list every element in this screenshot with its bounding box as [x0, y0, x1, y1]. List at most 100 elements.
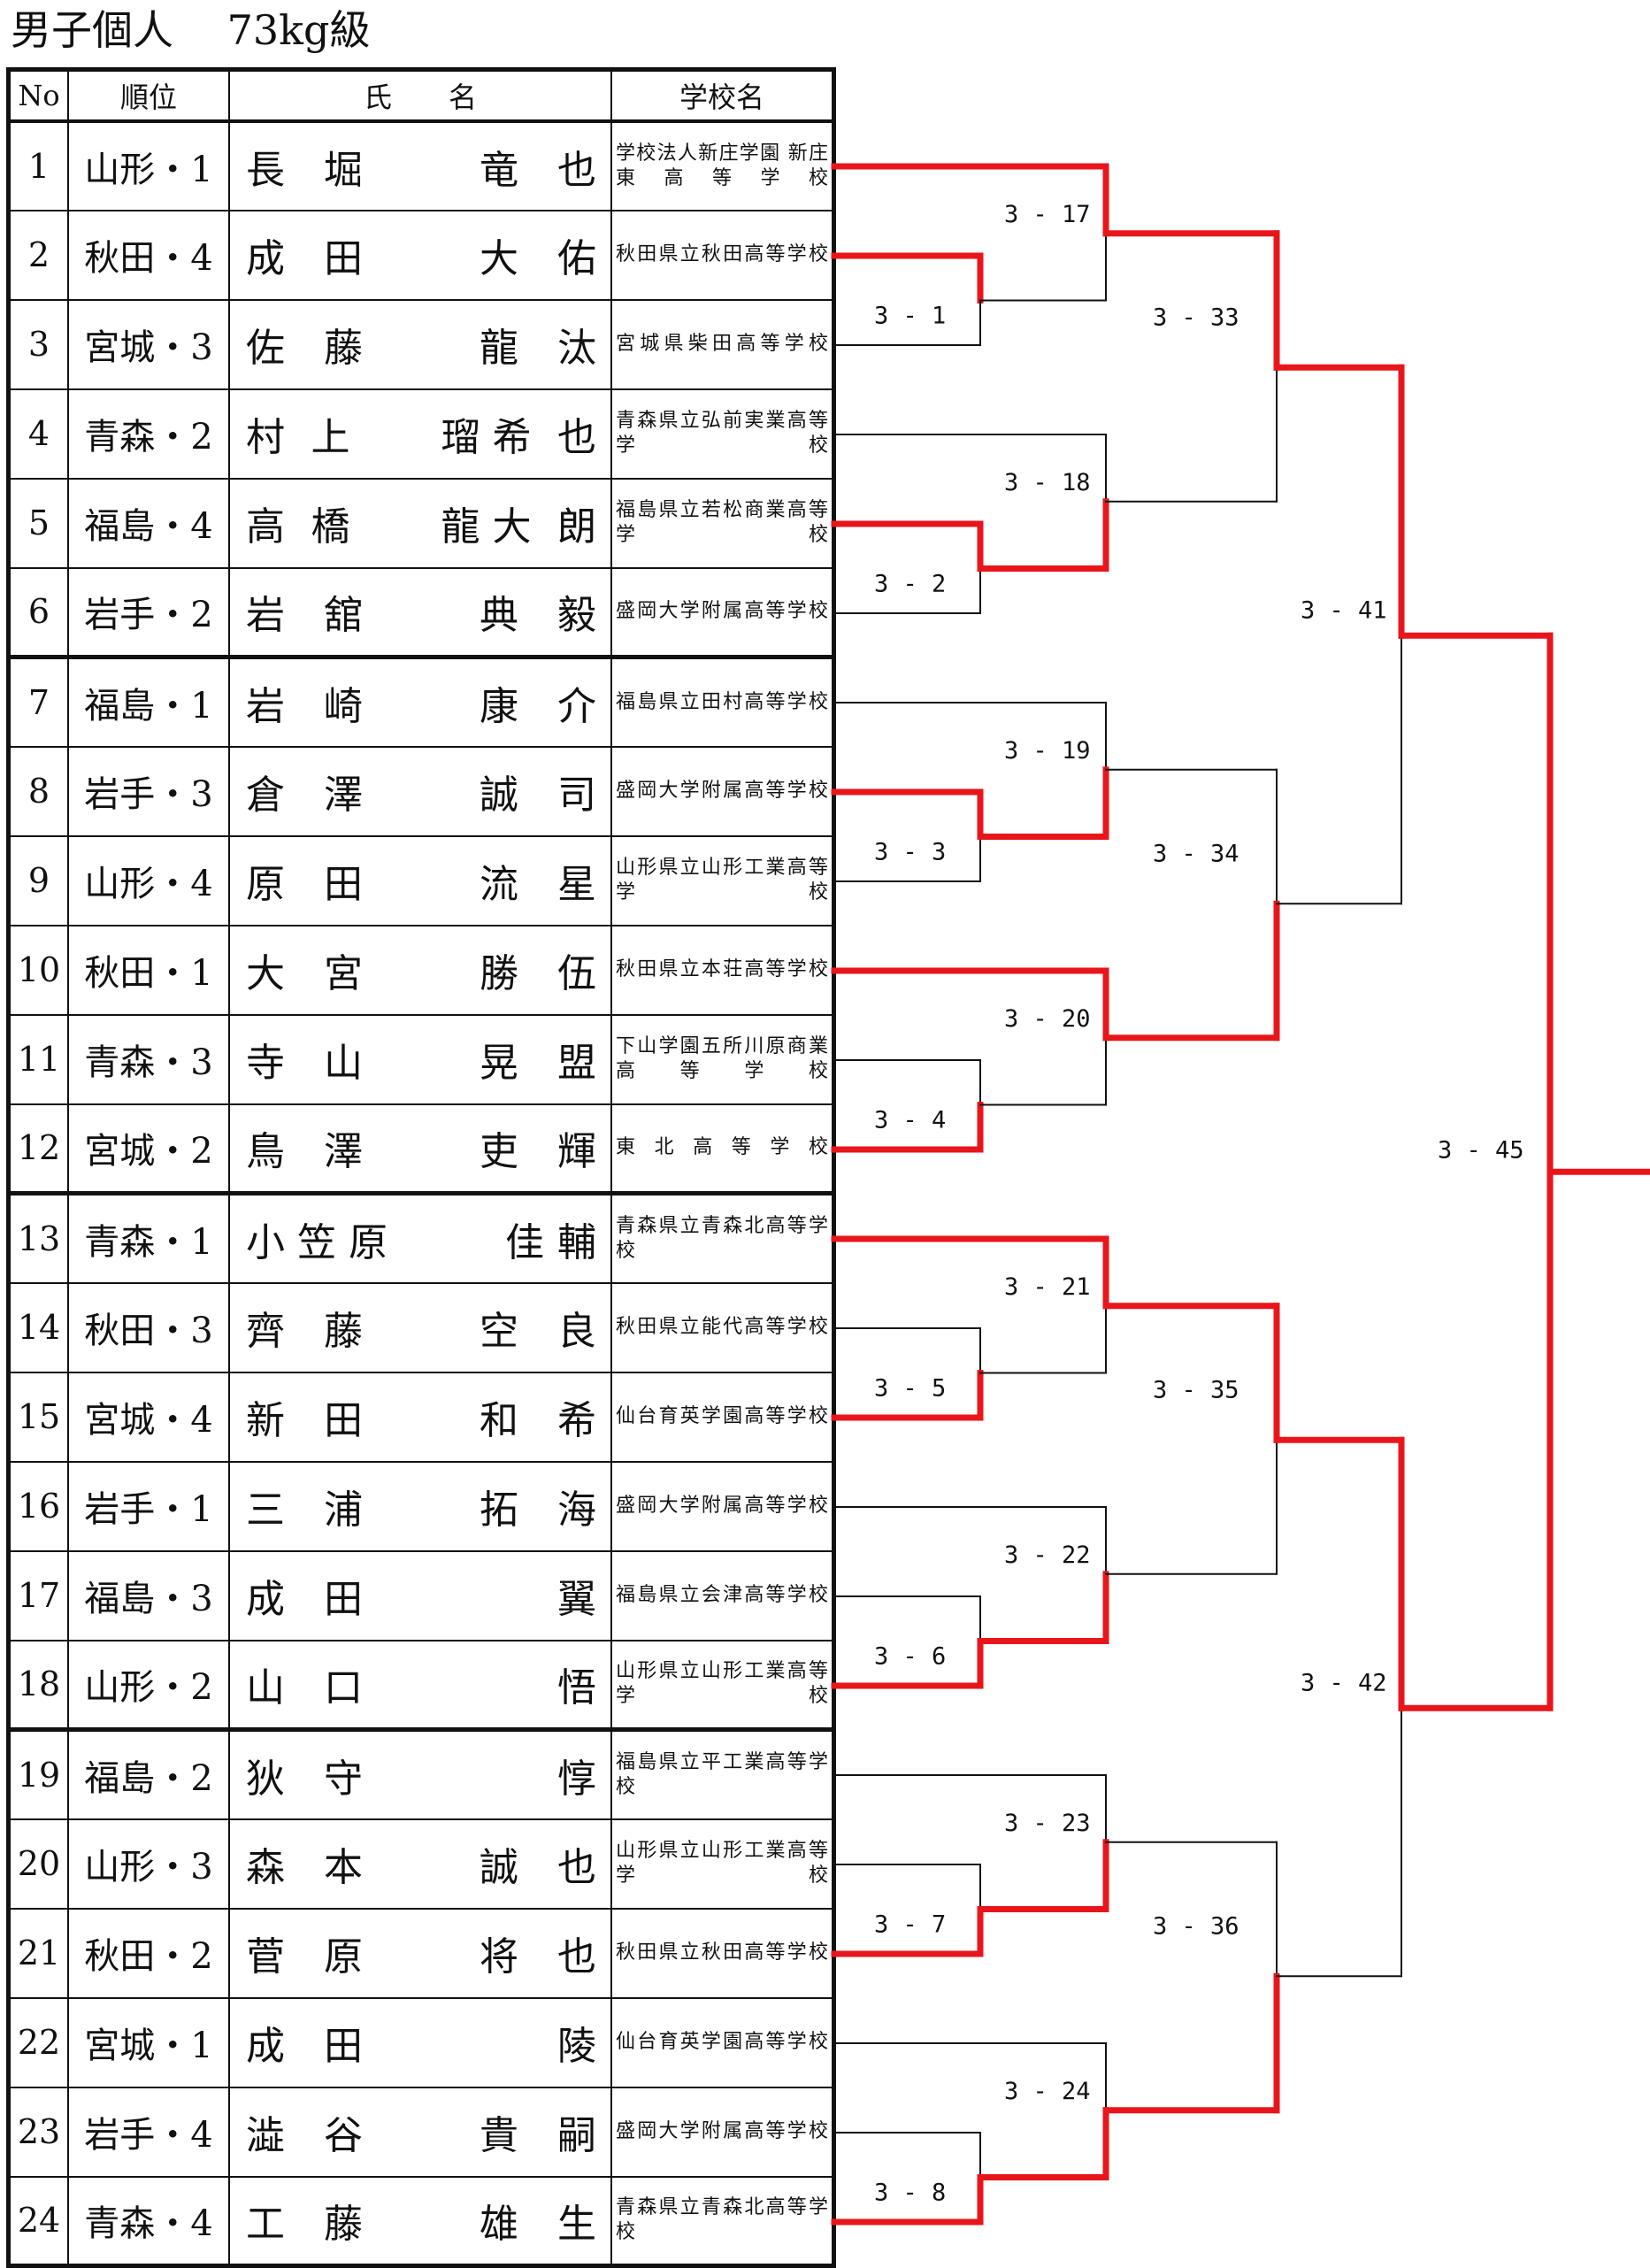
match-label: 3 - 24 — [1004, 2078, 1091, 2105]
entry-school-text: 青森県立青森北高等学校 — [616, 2196, 828, 2244]
entry-name-part: 舘 — [324, 593, 363, 639]
entry-name-part: 田 — [324, 236, 363, 281]
entry-rank: 秋田・2 — [67, 1907, 230, 1999]
entry-name-part: 伍 — [557, 951, 596, 996]
entry-name-part: 長 — [246, 147, 285, 193]
entry-school-text: 青森県立青森北高等学校 — [616, 1214, 828, 1262]
entry-school-text: 福島県立会津高等学校 — [616, 1584, 828, 1606]
entry-name-part: 龍 大 — [441, 504, 532, 550]
entry-name-part: 毅 — [557, 593, 596, 639]
entry-name: 成田陵 — [228, 1996, 612, 2088]
entry-name-part: 狄 — [246, 1756, 285, 1802]
entry-name-part: 吏 — [480, 1129, 518, 1175]
entry-name: 長堀竜也 — [228, 119, 612, 211]
entry-rank: 秋田・4 — [67, 209, 230, 301]
header-school: 学校名 — [610, 68, 835, 123]
match-label: 3 - 8 — [874, 2180, 946, 2207]
entry-no: 5 — [7, 477, 69, 569]
entry-name: 新田和希 — [228, 1371, 612, 1463]
entry-name-part: 田 — [324, 862, 363, 907]
entry-name-part: 藤 — [324, 2202, 363, 2248]
entry-name-part: 原 — [246, 862, 285, 907]
header-name: 氏 名 — [228, 68, 612, 123]
entry-name-part: 拓 — [480, 1488, 518, 1533]
entry-name-part: 誠 — [480, 1845, 518, 1890]
entry-name-part: 勝 — [480, 951, 518, 996]
match-label: 3 - 42 — [1301, 1669, 1387, 1696]
match-label: 3 - 36 — [1153, 1912, 1239, 1940]
entry-school: 下山学園五所川原商業高等学校 — [610, 1013, 835, 1105]
entry-rank: 岩手・4 — [67, 2086, 230, 2178]
entry-name: 大宮勝伍 — [228, 924, 612, 1016]
match-label: 3 - 1 — [874, 303, 946, 330]
entry-school-text: 青森県立弘前実業高等学校 — [616, 410, 828, 457]
entry-name-part: 新 — [246, 1398, 285, 1443]
entry-school-text: 福島県立田村高等学校 — [616, 690, 828, 713]
entry-name: 齊藤空良 — [228, 1281, 612, 1373]
entry-name-part: 澤 — [324, 1129, 363, 1175]
entry-name: 山口悟 — [228, 1639, 612, 1731]
entry-name-part: 誠 — [480, 773, 518, 818]
entry-no: 13 — [7, 1191, 69, 1284]
entry-rank: 秋田・3 — [67, 1281, 230, 1373]
entry-school-text: 福島県立若松商業高等学校 — [616, 499, 828, 546]
entry-name: 森本誠也 — [228, 1818, 612, 1910]
entry-no: 9 — [7, 834, 69, 926]
entry-school: 福島県立平工業高等学校 — [610, 1727, 835, 1820]
entry-name: 小 笠 原佳輔 — [228, 1191, 612, 1284]
entry-school: 秋田県立能代高等学校 — [610, 1281, 835, 1373]
entry-no: 20 — [7, 1818, 69, 1910]
header-rank: 順位 — [67, 68, 230, 123]
entry-school: 秋田県立本荘高等学校 — [610, 924, 835, 1016]
entry-name-part: 良 — [557, 1309, 596, 1354]
entry-school: 学校法人新庄学園 新庄東高等学校 — [610, 119, 835, 211]
entry-no: 2 — [7, 209, 69, 301]
entry-no: 14 — [7, 1281, 69, 1373]
entry-rank: 山形・1 — [67, 119, 230, 211]
match-label: 3 - 5 — [874, 1375, 946, 1403]
entry-school-text: 盛岡大学附属高等学校 — [616, 2120, 828, 2142]
entry-school-text: 仙台育英学園高等学校 — [616, 2031, 828, 2053]
entry-name-part: 堀 — [324, 147, 363, 193]
entry-school: 山形県立山形工業高等学校 — [610, 1818, 835, 1910]
entry-name-part: 雄 — [480, 2202, 518, 2248]
entry-rank: 宮城・4 — [67, 1371, 230, 1463]
entry-name-part: 流 — [480, 862, 518, 907]
entry-no: 11 — [7, 1013, 69, 1105]
entry-name-part: 希 — [557, 1398, 596, 1443]
entry-school-text: 福島県立平工業高等学校 — [616, 1750, 828, 1798]
entry-name-part: 谷 — [324, 2113, 363, 2158]
entry-name-part: 司 — [557, 773, 596, 818]
entry-school: 盛岡大学附属高等学校 — [610, 566, 835, 658]
table-header-row: No 順位 氏 名 学校名 — [7, 68, 835, 123]
entry-no: 8 — [7, 745, 69, 837]
entry-school-text: 盛岡大学附属高等学校 — [616, 600, 828, 623]
entry-name-part: 守 — [324, 1756, 363, 1802]
entry-name-part: 齊 — [246, 1309, 285, 1354]
entry-name-part: 星 — [557, 862, 596, 907]
match-label: 3 - 22 — [1004, 1541, 1091, 1569]
entry-name-part: 寺 — [246, 1041, 285, 1086]
entry-name-part: 藤 — [324, 1309, 363, 1354]
match-label: 3 - 18 — [1004, 469, 1091, 496]
entry-name: 倉澤誠司 — [228, 745, 612, 837]
entry-name: 村上瑠 希也 — [228, 388, 612, 480]
entry-school: 福島県立田村高等学校 — [610, 655, 835, 748]
entry-name-part: 澁 — [246, 2113, 285, 2158]
entry-name-part: 成 — [246, 236, 285, 281]
entry-name-part: 晃 — [480, 1041, 518, 1086]
entry-no: 23 — [7, 2086, 69, 2178]
entry-no: 12 — [7, 1103, 69, 1195]
match-label: 3 - 3 — [874, 839, 946, 866]
entry-no: 22 — [7, 1996, 69, 2088]
entry-name-part: 和 — [480, 1398, 518, 1443]
